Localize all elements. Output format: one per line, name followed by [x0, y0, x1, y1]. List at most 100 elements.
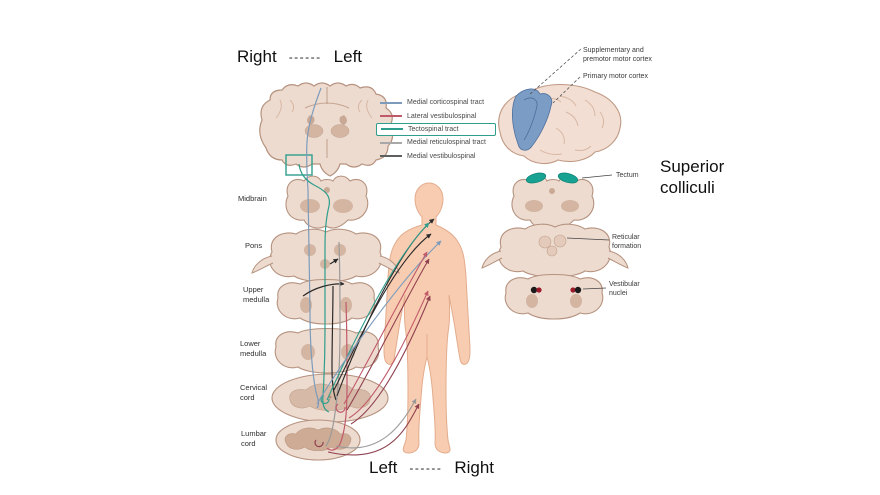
- reticular-formation-cluster: [553, 234, 567, 248]
- pons-arrow: [329, 258, 339, 265]
- lumbar-synapse-loop: [314, 439, 324, 448]
- curve-to-leg-gray: [335, 398, 417, 449]
- lower-medulla-outline: [274, 327, 380, 374]
- vestibular-nucleus-left-red: [536, 287, 542, 293]
- curve-to-leg-maroon: [327, 403, 420, 456]
- leader-tectum: [581, 174, 613, 179]
- curve-to-back-maroon-1: [346, 258, 430, 411]
- leader-primary-dashed: [552, 76, 581, 104]
- left-peduncle-arm: [251, 255, 274, 274]
- right-peduncle-arm: [607, 250, 629, 269]
- label-pons: Pons: [245, 241, 263, 250]
- legend-swatch-lightgray: [380, 141, 402, 144]
- orientation-bottom-left: Left: [369, 458, 398, 477]
- medulla-outline: [504, 273, 604, 320]
- orientation-bottom-dashes: ------: [409, 461, 443, 475]
- legend-label: Medial vestibulospinal: [407, 152, 476, 160]
- midbrain-section-right: [511, 172, 613, 229]
- orientation-top: Right ------ Left: [237, 47, 362, 67]
- midbrain-outline: [511, 175, 595, 229]
- motor-cortex-fold-line: [523, 97, 538, 141]
- legend-item-medial-vestibulospinal: Medial vestibulospinal: [376, 150, 496, 163]
- label-reticular-formation: Reticular formation: [612, 234, 642, 251]
- cervical-synapse-loop: [335, 403, 346, 413]
- cervical-synapse-loop: [320, 395, 330, 405]
- midbrain-outline: [285, 175, 369, 229]
- tectospinal-origin-box: [285, 154, 313, 176]
- pons-section-right: [481, 223, 629, 278]
- left-peduncle-arm: [481, 250, 503, 269]
- leader-vestibular-nuclei: [582, 287, 607, 290]
- cerebral-aqueduct: [549, 188, 555, 194]
- vestibular-nucleus-left: [530, 286, 538, 294]
- left-olive: [300, 297, 312, 313]
- label-lower-medulla: Lower medulla: [240, 339, 267, 358]
- upper-medulla-outline: [276, 278, 376, 325]
- label-tectum: Tectum: [616, 172, 639, 179]
- legend-label: Medial reticulospinal tract: [407, 139, 486, 147]
- reticular-formation-cluster: [546, 245, 558, 257]
- motor-cortex-patch: [512, 88, 553, 151]
- medulla-section-right: [504, 273, 607, 320]
- label-lumbar-cord: Lumbar cord: [241, 429, 267, 448]
- leader-reticular-formation: [566, 237, 610, 241]
- legend-item-medial-reticulospinal: Medial reticulospinal tract: [376, 136, 496, 149]
- right-peduncle: [561, 200, 579, 212]
- legend-swatch-blue: [380, 101, 402, 104]
- label-supplementary-premotor-cortex: Supplementary and premotor motor cortex: [583, 47, 652, 64]
- left-olive: [526, 294, 538, 308]
- leader-supplementary-dashed: [528, 48, 582, 96]
- orientation-top-left: Right: [237, 47, 277, 66]
- right-ventricle: [339, 115, 347, 125]
- label-cervical-cord: Cervical cord: [240, 383, 268, 402]
- legend-item-medial-corticospinal: Medial corticospinal tract: [376, 96, 496, 109]
- lateral-brain-view: [498, 48, 622, 165]
- legend-swatch-teal: [381, 128, 403, 131]
- pontine-nucleus: [304, 244, 316, 256]
- motor-output-curves: [316, 218, 442, 456]
- lumbar-cord-section: [275, 419, 361, 461]
- medulla-decussation-arrow: [302, 281, 345, 297]
- left-nucleus: [301, 344, 315, 360]
- right-olive: [570, 294, 582, 308]
- curve-to-midback-red: [348, 290, 429, 419]
- medial-corticospinal-line: [305, 87, 322, 409]
- right-peduncle: [333, 199, 353, 213]
- medial-vestibulospinal-line: [331, 285, 337, 401]
- legend-swatch-red: [380, 115, 402, 118]
- left-peduncle: [300, 199, 320, 213]
- tract-legend: Medial corticospinal tract Lateral vesti…: [376, 96, 496, 163]
- pontine-nucleus: [334, 244, 346, 256]
- reticular-formation-cluster: [538, 235, 552, 249]
- coronal-brain-section: [259, 82, 394, 177]
- lumbar-gray-matter: [284, 427, 352, 452]
- gyri-lines: [539, 95, 605, 155]
- label-vestibular-nuclei: Vestibular nuclei: [609, 281, 640, 298]
- label-superior-colliculi: Superior colliculi: [660, 157, 725, 198]
- cerebral-aqueduct: [324, 187, 330, 193]
- label-upper-medulla: Upper medulla: [243, 285, 270, 304]
- curve-to-midback-maroon: [350, 295, 431, 425]
- legend-label: Tectospinal tract: [408, 125, 459, 133]
- vestibular-nucleus-right-red: [570, 287, 576, 293]
- legend-label: Lateral vestibulospinal: [407, 112, 477, 120]
- label-primary-motor-cortex: Primary motor cortex: [583, 73, 648, 80]
- cerebrum-outline: [259, 82, 394, 177]
- tectum-right-colliculus: [557, 172, 579, 184]
- label-midbrain: Midbrain: [238, 194, 267, 203]
- orientation-top-dashes: ------: [288, 50, 322, 64]
- curve-to-back-red-1: [343, 251, 428, 405]
- orientation-bottom: Left ------ Right: [369, 458, 494, 478]
- tectum-left-colliculus: [525, 172, 547, 184]
- gyri-lines: [275, 99, 373, 119]
- human-body-rear-view: [383, 182, 471, 454]
- curve-to-neck-dark-2: [333, 233, 432, 391]
- right-thalamus: [330, 124, 350, 138]
- vestibular-nucleus-right: [574, 286, 582, 294]
- tectospinal-line: [298, 163, 331, 413]
- curve-to-upper-back-blue: [316, 240, 442, 405]
- orientation-bottom-right: Right: [454, 458, 495, 477]
- midbrain-section-left: [285, 175, 369, 229]
